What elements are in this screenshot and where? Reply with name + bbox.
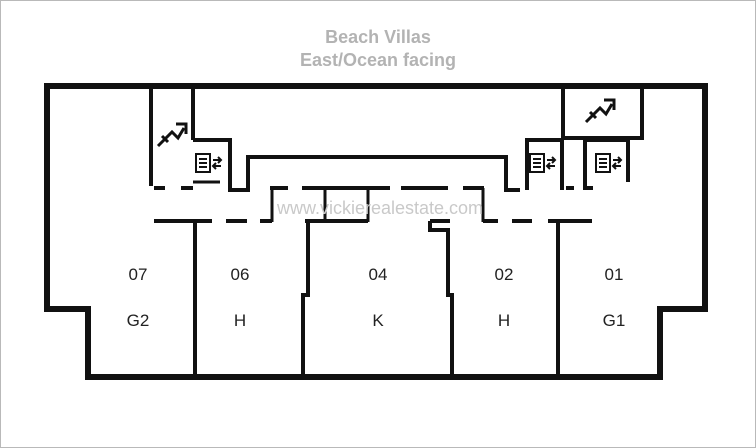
elevator-icon [595,153,623,173]
corridor-upper-wall [232,155,520,192]
right-elevator-box-b [583,138,630,190]
unit-type: G2 [127,311,150,330]
right-elevator-box-a [525,138,564,190]
watermark-text: www.vickierealestate.com [276,198,483,218]
plan-title: Beach Villas [325,27,431,47]
elevator-icon [195,153,223,173]
unit-number: 04 [369,265,388,284]
unit-division-walls [193,221,560,375]
stairs-icon [156,122,188,148]
unit-type: H [498,311,510,330]
unit-type: G1 [603,311,626,330]
right-stair-wall [561,89,644,140]
unit-number: 02 [495,265,514,284]
unit-number: 06 [231,265,250,284]
unit-type: K [372,311,384,330]
unit-type: H [234,311,246,330]
unit-number: 01 [605,265,624,284]
door-jambs [270,188,485,222]
plan-subtitle: East/Ocean facing [299,50,457,70]
elevator-icon [529,153,557,173]
stairs-icon [584,98,616,124]
unit-number: 07 [129,265,148,284]
left-elevator-box [193,138,247,192]
building-outline [44,83,708,380]
